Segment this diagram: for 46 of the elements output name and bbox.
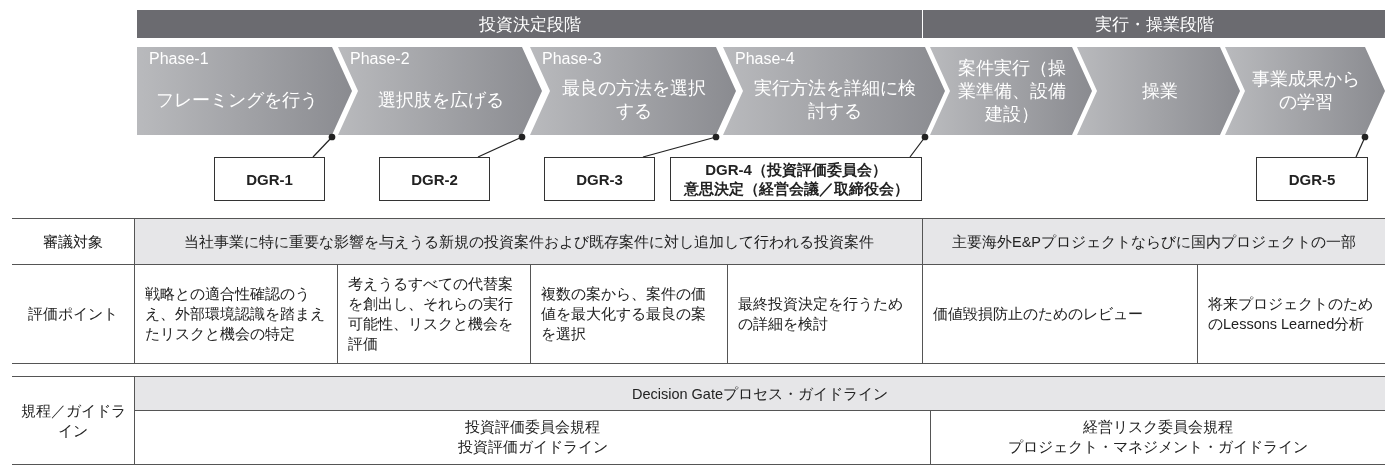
- leader-line: [909, 133, 929, 158]
- guideline-name: 投資評価ガイドライン: [456, 438, 609, 457]
- table-cell: 価値毀損防止のためのレビュー: [922, 264, 1197, 364]
- review-text: 意思決定（経営会議／取締役会）: [683, 179, 909, 198]
- phase-title: フレーミングを行う: [154, 88, 319, 112]
- review-box: DGR-1: [214, 157, 325, 201]
- review-text: DGR-4（投資評価委員会）: [705, 160, 887, 179]
- chevron-step: [1225, 47, 1385, 135]
- phase-title: 最良の方法を選択する: [561, 77, 707, 123]
- chevron-step: [930, 47, 1092, 135]
- phase-number: Phase-3: [542, 50, 602, 68]
- chevron-step: [338, 47, 542, 135]
- phase-number: Phase-1: [149, 50, 209, 68]
- phase-number: Phase-2: [350, 50, 410, 68]
- leader-line: [477, 133, 526, 158]
- phase-band: 投資決定段階: [137, 10, 922, 38]
- phase-title: 案件実行（操業準備、設備建設）: [957, 56, 1067, 126]
- review-box: [670, 157, 922, 201]
- table-cell: Decision Gateプロセス・ガイドライン: [134, 376, 1385, 411]
- phase-title: 事業成果からの学習: [1251, 68, 1361, 114]
- table-cell: 考えうるすべての代替案を創出し、それらの実行可能性、リスクと機会を評価: [337, 264, 530, 364]
- chevron-step: [1077, 47, 1240, 135]
- chevron-step: [723, 47, 945, 135]
- table-cell: 評価ポイント: [12, 264, 134, 364]
- review-box: DGR-2: [379, 157, 490, 201]
- review-box: DGR-3: [544, 157, 655, 201]
- guideline-name: 投資評価委員会規程: [464, 418, 601, 437]
- chevron-step: [530, 47, 736, 135]
- phase-title: 実行方法を詳細に検討する: [753, 77, 917, 123]
- table-cell: 将来プロジェクトのためのLessons Learned分析: [1197, 264, 1385, 364]
- table-cell: 当社事業に特に重要な影響を与えうる新規の投資案件および既存案件に対し追加して行われる投資案件: [134, 218, 922, 265]
- review-box: DGR-5: [1256, 157, 1368, 201]
- leader-line: [312, 133, 336, 158]
- phase-title: 選択肢を広げる: [377, 88, 505, 112]
- guideline-name: 経営リスク委員会規程: [1082, 418, 1234, 437]
- phase-title: 操業: [1140, 79, 1179, 103]
- phase-number: Phase-4: [735, 50, 795, 68]
- chevron-step: [137, 47, 352, 135]
- table-cell: 最終投資決定を行うための詳細を検討: [727, 264, 922, 364]
- phase-band: 実行・操業段階: [923, 10, 1385, 38]
- leader-line: [642, 133, 720, 158]
- leader-line: [1355, 133, 1369, 158]
- guideline-name: プロジェクト・マネジメント・ガイドライン: [1007, 438, 1309, 457]
- table-cell: 主要海外E&Pプロジェクトならびに国内プロジェクトの一部: [922, 218, 1385, 265]
- table-cell: 複数の案から、案件の価値を最大化する最良の案を選択: [530, 264, 727, 364]
- table-cell: 戦略との適合性確認のうえ、外部環境認識を踏まえたリスクと機会の特定: [134, 264, 337, 364]
